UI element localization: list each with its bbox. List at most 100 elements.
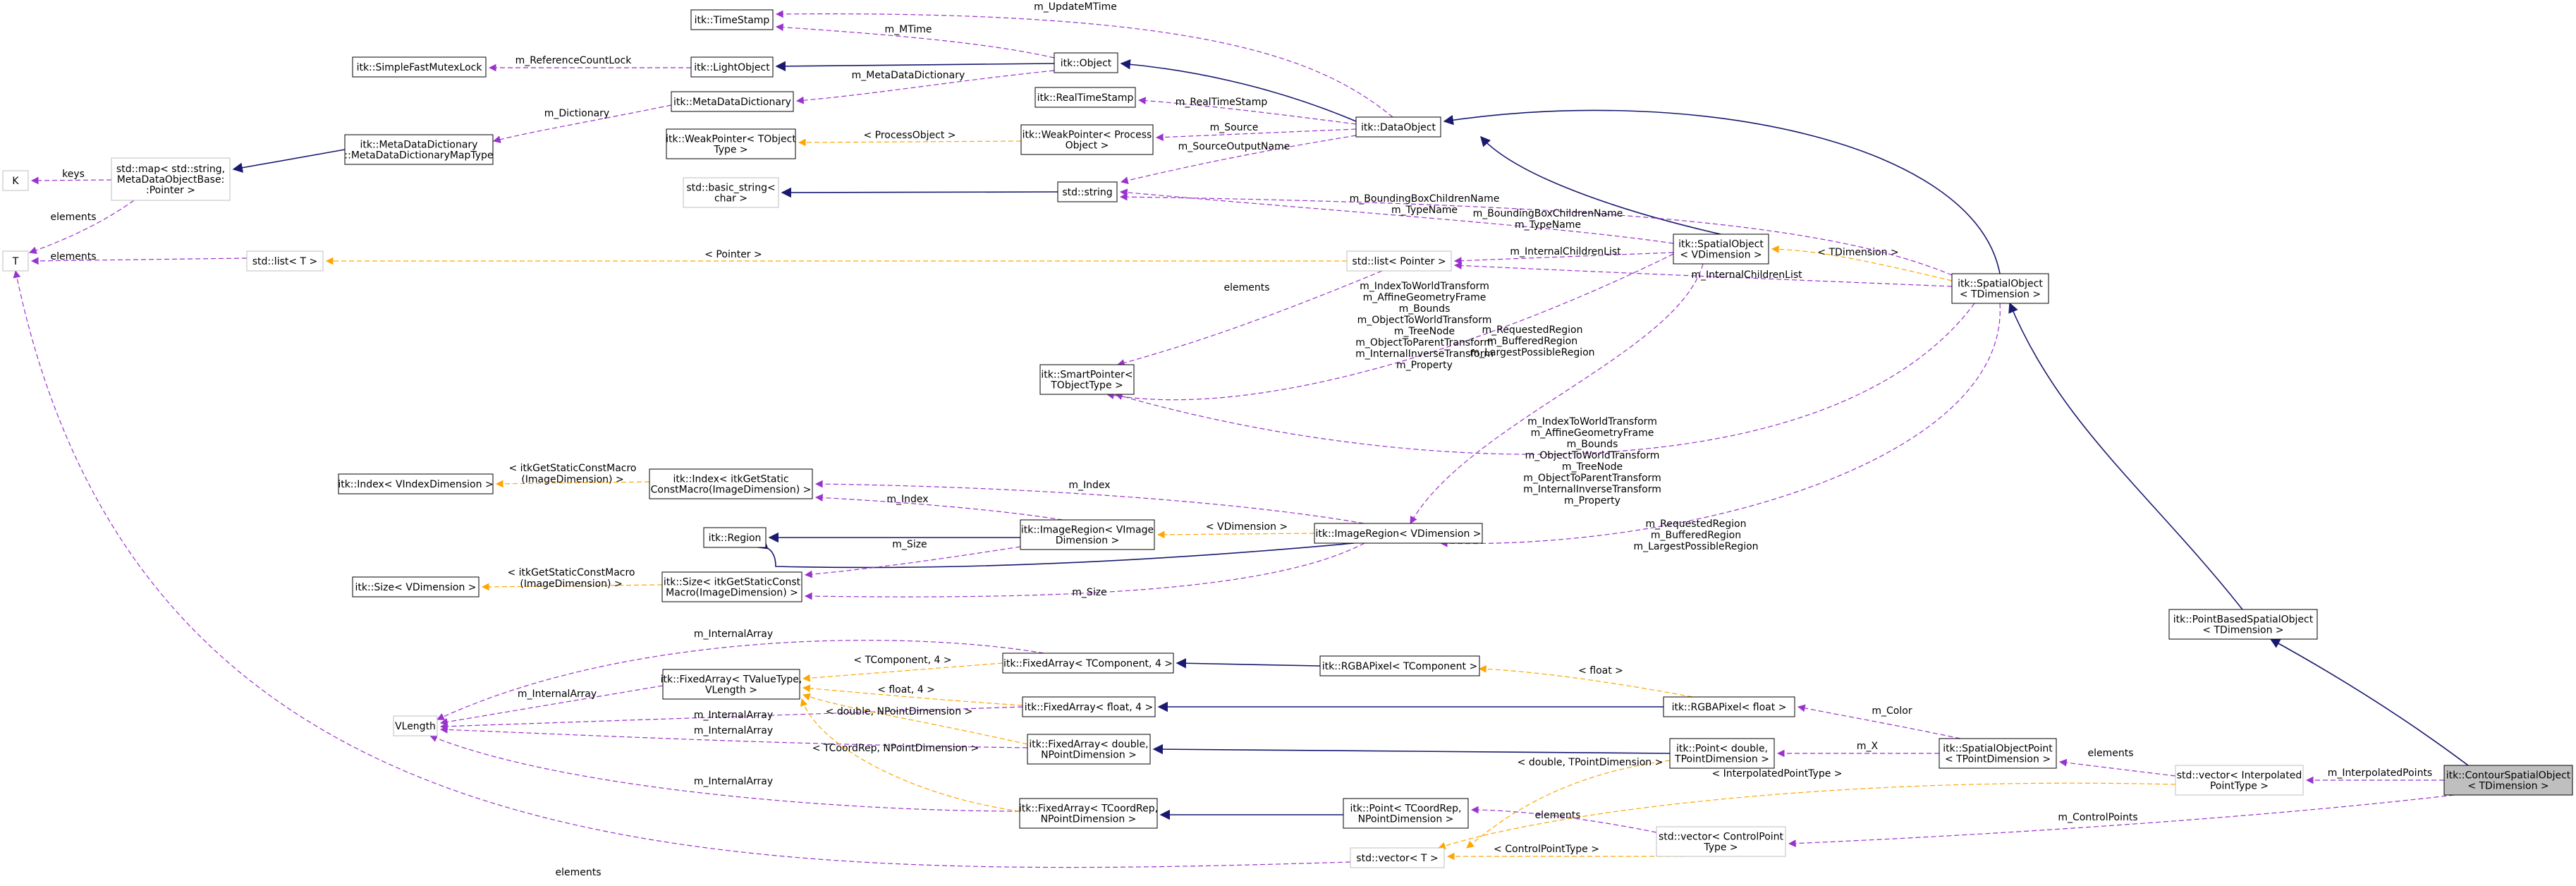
edge-label: m_Bounds [1567,439,1618,450]
class-node-size_v[interactable]: itk::Size< VDimension > [352,576,480,597]
class-node-stdstring[interactable]: std::string [1057,181,1118,202]
class-node-imageregion_v[interactable]: itk::ImageRegion< VDimension > [1314,523,1483,544]
class-node-contour[interactable]: itk::ContourSpatialObject< TDimension > [2443,765,2573,796]
class-node-smartptr[interactable]: itk::SmartPointer<TObjectType > [1039,364,1135,395]
node-box[interactable] [1027,734,1151,765]
class-node-fixedarray_double[interactable]: itk::FixedArray< double,NPointDimension … [1027,734,1151,765]
class-node-stdlist_t[interactable]: std::list< T > [246,250,324,272]
node-box[interactable] [1002,653,1174,674]
edge-e9: < ProcessObject > [798,130,1022,147]
class-node-fixedarray_tcomp[interactable]: itk::FixedArray< TComponent, 4 > [1002,653,1174,674]
class-node-lightobject[interactable]: itk::LightObject [690,56,774,78]
edge-label: m_Index [1068,480,1110,491]
node-box[interactable] [1054,52,1118,73]
class-node-pointbased[interactable]: itk::PointBasedSpatialObject< TDimension… [2168,609,2318,640]
class-node-basicstring[interactable]: std::basic_string<char > [683,177,779,208]
class-node-metadatadict[interactable]: itk::MetaDataDictionary [671,91,794,112]
class-node-index_v[interactable]: itk::Index< VIndexDimension > [338,473,494,494]
class-node-mddmaptype[interactable]: itk::MetaDataDictionary::MetaDataDiction… [344,134,494,165]
class-node-fixedarray_float[interactable]: itk::FixedArray< float, 4 > [1022,696,1156,717]
class-node-spatialobj_t[interactable]: itk::SpatialObject< TDimension > [1951,273,2049,304]
node-box[interactable] [1034,87,1136,108]
node-box[interactable] [1951,273,2049,304]
node-box[interactable] [649,468,813,499]
node-box[interactable] [1020,124,1154,155]
node-box[interactable] [666,128,796,159]
node-box[interactable] [1022,696,1156,717]
class-node-timestamp[interactable]: itk::TimeStamp [690,9,774,30]
class-node-point_double[interactable]: itk::Point< double,TPointDimension > [1669,738,1775,769]
node-box[interactable] [662,669,800,700]
class-node-point_tcoord[interactable]: itk::Point< TCoordRep,NPointDimension > [1343,798,1469,829]
class-node-object[interactable]: itk::Object [1054,52,1118,73]
node-box[interactable] [2168,609,2318,640]
node-box[interactable] [1057,181,1118,202]
edge-line-member [437,640,1044,720]
node-box[interactable] [352,576,480,597]
class-node-weakptr_process[interactable]: itk::WeakPointer< ProcessObject > [1020,124,1154,155]
node-box[interactable] [338,473,494,494]
edge-e13: keys [30,169,112,185]
class-node-dataobject[interactable]: itk::DataObject [1355,116,1441,138]
edge-line-member [775,23,1055,59]
class-node-region[interactable]: itk::Region [703,527,767,548]
node-box[interactable] [1939,738,2057,769]
class-node-realtimestamp[interactable]: itk::RealTimeStamp [1034,87,1136,108]
node-label: ConstMacro(ImageDimension) > [651,485,812,496]
node-box[interactable] [2175,765,2304,796]
class-node-stdvector_t[interactable]: std::vector< T > [1350,847,1445,868]
node-box[interactable] [1350,847,1445,868]
node-box[interactable] [352,56,487,78]
node-box[interactable] [1019,798,1158,829]
edge-line-member [439,706,1023,731]
node-box[interactable] [671,91,794,112]
node-box[interactable] [1039,364,1135,395]
class-node-index_itk[interactable]: itk::Index< itkGetStaticConstMacro(Image… [649,468,813,499]
node-box[interactable] [661,571,802,602]
node-box[interactable] [690,9,774,30]
node-box[interactable] [1346,250,1452,272]
class-node-t[interactable]: T [2,250,29,272]
node-box[interactable] [1673,233,1769,265]
node-box[interactable] [1663,696,1795,717]
node-box[interactable] [246,250,324,272]
class-node-stdvector_ip[interactable]: std::vector< InterpolatedPointType > [2175,765,2304,796]
class-node-fixedarray_tcoord[interactable]: itk::FixedArray< TCoordRep,NPointDimensi… [1019,798,1158,829]
node-box[interactable] [111,157,231,201]
class-node-size_itk[interactable]: itk::Size< itkGetStaticConstMacro(ImageD… [661,571,802,602]
node-box[interactable] [2,250,29,272]
class-node-stdmap[interactable]: std::map< std::string,MetaDataObjectBase… [111,157,231,201]
node-box[interactable] [683,177,779,208]
class-node-mutexlock[interactable]: itk::SimpleFastMutexLock [352,56,487,78]
class-node-vlength[interactable]: VLength [393,715,438,736]
class-node-fixedarray_tvalue[interactable]: itk::FixedArray< TValueType,VLength > [661,669,802,700]
edge-label: m_MTime [885,24,932,35]
node-box[interactable] [1314,523,1483,544]
node-label: < TPointDimension > [1945,754,2051,765]
class-node-k[interactable]: K [2,170,29,191]
node-box[interactable] [2,170,29,191]
node-box[interactable] [1669,738,1775,769]
node-box[interactable] [703,527,767,548]
class-node-stdlist_ptr[interactable]: std::list< Pointer > [1346,250,1452,272]
node-box[interactable] [1656,826,1786,857]
node-box[interactable] [1355,116,1441,138]
node-label: VLength [395,721,436,732]
node-box[interactable] [1020,519,1155,550]
node-box[interactable] [393,715,438,736]
node-box[interactable] [690,56,774,78]
node-box[interactable] [344,134,494,165]
edge-e21: m_InternalChildrenList [1453,262,1953,287]
class-node-weakptr_tobject[interactable]: itk::WeakPointer< TObjectType > [666,128,796,159]
node-box[interactable] [1319,655,1480,676]
edge-line-member [804,546,1021,578]
class-node-rgbapixel_float[interactable]: itk::RGBAPixel< float > [1663,696,1795,717]
class-node-rgbapixel_tcomp[interactable]: itk::RGBAPixel< TComponent > [1319,655,1480,676]
class-node-spatialobj_v[interactable]: itk::SpatialObject< VDimension > [1673,233,1769,265]
node-label: itk::Size< VDimension > [355,582,476,593]
node-box[interactable] [2443,765,2573,796]
class-node-stdvector_cp[interactable]: std::vector< ControlPointType > [1656,826,1786,857]
node-box[interactable] [1343,798,1469,829]
class-node-spatialobjpoint[interactable]: itk::SpatialObjectPoint< TPointDimension… [1939,738,2057,769]
